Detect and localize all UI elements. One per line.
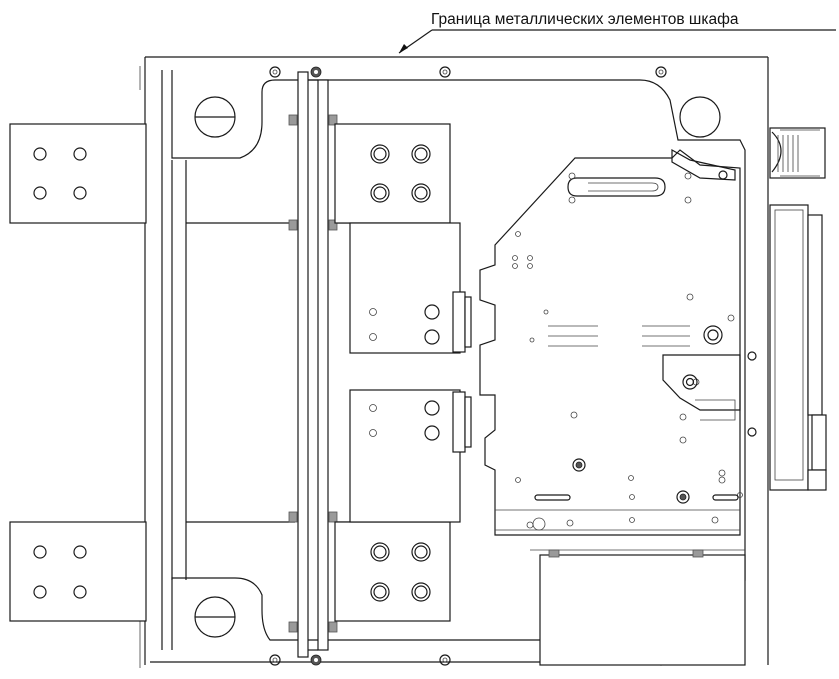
breaker-details	[495, 148, 743, 531]
boundary-annotation-label: Граница металлических элементов шкафа	[431, 11, 739, 28]
terminal-block-lower	[334, 521, 451, 622]
vertical-busbar	[297, 71, 329, 658]
vertical-bar-bolts	[288, 114, 338, 633]
busbar-lower	[9, 521, 147, 622]
frame-screws	[269, 66, 667, 666]
boundary-annotation: Граница металлических элементов шкафа	[398, 11, 836, 54]
busbar-upper	[9, 123, 147, 224]
terminal-block-upper	[334, 123, 451, 224]
drive-mechanism	[747, 127, 827, 491]
annotation-arrowhead	[399, 44, 408, 53]
mounting-plate-outline	[171, 70, 746, 650]
side-rails	[161, 70, 187, 650]
breaker-side-plate	[479, 149, 741, 536]
contact-block-upper	[349, 222, 472, 354]
contact-block-lower	[349, 389, 472, 523]
base-plate	[530, 549, 746, 666]
